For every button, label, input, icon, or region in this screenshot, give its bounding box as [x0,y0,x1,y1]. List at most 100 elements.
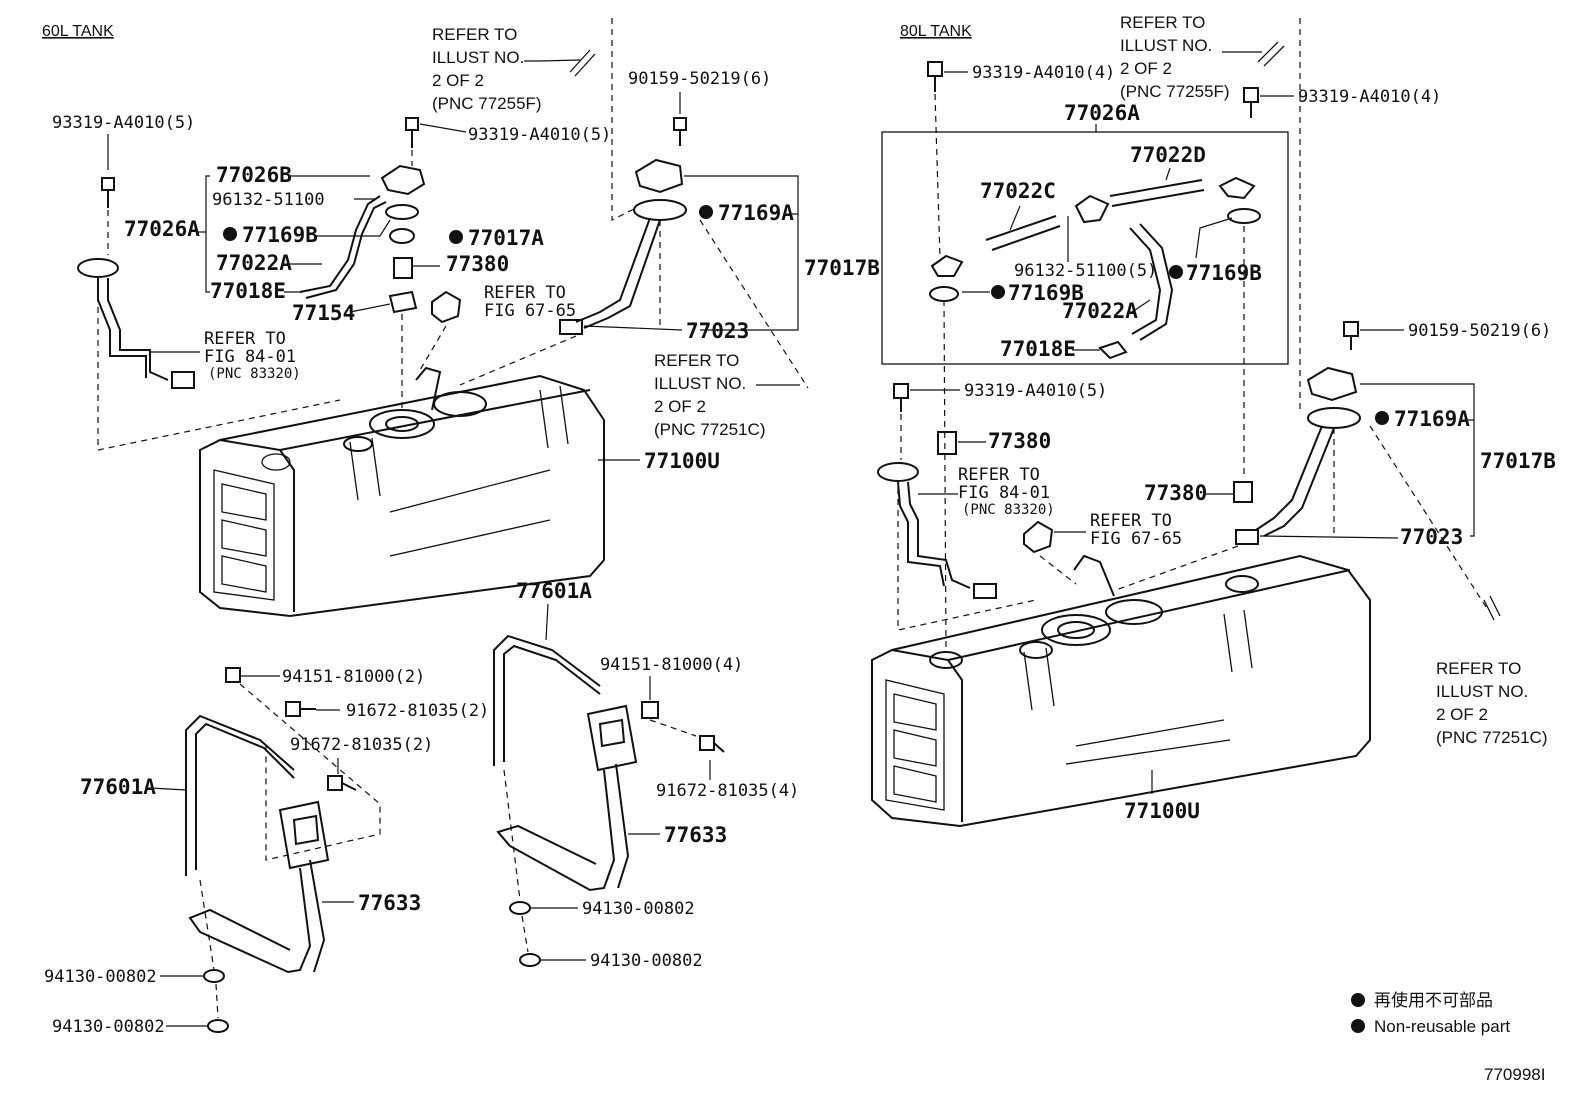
svg-text:(PNC 77251C): (PNC 77251C) [1436,728,1548,747]
bolt-icon [699,735,725,753]
hose-kit-box [881,131,1289,365]
tank-strap-left-a [185,714,295,876]
label-77026a-left: 77026A [124,217,200,241]
refer-illust-top-left: REFER TO ILLUST NO. 2 OF 2 (PNC 77255F) [432,25,596,113]
svg-text:ILLUST NO.: ILLUST NO. [1120,36,1212,55]
label-77017b-right: 77017B [1480,449,1556,473]
heading-60l-tank: 60L TANK [42,23,114,40]
nut-icon [509,901,531,915]
label-93319-c-right: 93319-A4010(5) [964,381,1107,401]
label-77601a-mid: 77601A [516,579,592,603]
label-77169b-left: 77169B [242,223,318,247]
label-77169a-right: 77169A [1394,407,1470,431]
fuel-pump-assembly-left [559,158,687,335]
refer-fig-6765-right: REFER TO FIG 67-65 [1090,511,1182,549]
label-77380-left: 77380 [446,252,509,276]
svg-text:2 OF 2: 2 OF 2 [432,71,484,90]
svg-text:REFER TO: REFER TO [1436,659,1521,678]
label-77601a-left: 77601A [80,775,156,799]
refer-illust-top-right: REFER TO ILLUST NO. 2 OF 2 (PNC 77255F) [1120,13,1285,101]
refer-illust-mid-left: REFER TO ILLUST NO. 2 OF 2 (PNC 77251C) [654,351,800,439]
label-94130-a: 94130-00802 [44,967,157,987]
refer-illust-bottom-right: REFER TO ILLUST NO. 2 OF 2 (PNC 77251C) [1436,659,1548,747]
non-reusable-dot [223,227,237,241]
cap-icon [937,431,957,455]
label-77018e-right: 77018E [1000,337,1076,361]
label-77022a-left: 77022A [216,251,292,275]
bolt-icon [927,61,943,92]
bolt-icon [327,775,357,791]
phantom-line [611,18,637,221]
label-77633-left: 77633 [358,891,421,915]
label-90159-left: 90159-50219(6) [628,69,771,89]
bolt-icon [893,383,909,412]
grommet-icon [1023,520,1054,554]
non-reusable-dot [699,205,713,219]
label-77017a: 77017A [468,226,544,250]
fuel-sender-gauge-right [877,462,997,599]
svg-text:REFER TO: REFER TO [1120,13,1205,32]
svg-text:FIG 67-65: FIG 67-65 [1090,529,1182,549]
legend-japanese: 再使用不可部品 [1374,990,1493,1010]
label-77017b-left: 77017B [804,256,880,280]
nut-icon [225,667,241,683]
svg-text:FIG 67-65: FIG 67-65 [484,301,576,321]
label-77023-left: 77023 [686,319,749,343]
label-77026b: 77026B [216,163,292,187]
label-77633-mid: 77633 [664,823,727,847]
svg-text:ILLUST NO.: ILLUST NO. [432,48,524,67]
label-77018e-left: 77018E [210,279,286,303]
svg-text:(PNC 83320): (PNC 83320) [208,366,301,382]
svg-text:REFER TO: REFER TO [1090,511,1172,531]
label-96132-left: 96132-51100 [212,190,325,210]
non-reusable-dot [991,285,1005,299]
heading-80l-tank: 80L TANK [900,23,972,40]
svg-text:REFER TO: REFER TO [432,25,517,44]
label-91672-b: 91672-81035(2) [290,735,433,755]
svg-text:2 OF 2: 2 OF 2 [1120,59,1172,78]
refer-fig-8401-left: REFER TO FIG 84-01 (PNC 83320) [204,329,301,382]
label-93319-mid: 93319-A4010(5) [468,125,611,145]
label-77026a-right: 77026A [1064,101,1140,125]
svg-text:(PNC 77255F): (PNC 77255F) [432,94,542,113]
label-94130-d: 94130-00802 [590,951,703,971]
fuel-tank-60l [199,366,605,618]
svg-text:ILLUST NO.: ILLUST NO. [654,374,746,393]
label-77380-a-right: 77380 [988,429,1051,453]
non-reusable-dot [1351,1019,1365,1033]
nut-icon [203,969,225,983]
svg-text:(PNC 77255F): (PNC 77255F) [1120,82,1230,101]
label-77154: 77154 [292,301,355,325]
label-77022a-right: 77022A [1062,299,1138,323]
label-77022d: 77022D [1130,143,1206,167]
fuel-sender-gauge-left [77,258,195,389]
cap-icon [1233,481,1253,503]
label-93319-a-right: 93319-A4010(4) [972,63,1115,83]
nut-icon [641,701,659,719]
label-77023-right: 77023 [1400,525,1463,549]
svg-text:REFER TO: REFER TO [654,351,739,370]
svg-text:REFER TO: REFER TO [958,465,1040,485]
hose-assembly-left [299,164,426,314]
svg-text:2 OF 2: 2 OF 2 [1436,705,1488,724]
tank-strap-left-b [493,634,601,766]
svg-text:2 OF 2: 2 OF 2 [654,397,706,416]
fuel-pump-assembly-right [1235,366,1361,545]
label-77169b-a-right: 77169B [1186,261,1262,285]
non-reusable-dot [1375,411,1389,425]
fuel-tank-80l [871,554,1371,828]
label-77100u-left: 77100U [644,449,720,473]
label-91672-a: 91672-81035(2) [346,701,489,721]
label-91672-c: 91672-81035(4) [656,781,799,801]
label-93319-b-right: 93319-A4010(4) [1298,87,1441,107]
bolt-icon [673,117,687,146]
refer-fig-8401-right: REFER TO FIG 84-01 (PNC 83320) [958,465,1055,518]
svg-text:REFER TO: REFER TO [484,283,566,303]
bolt-icon [101,177,115,208]
nut-icon [207,1019,229,1033]
svg-text:FIG 84-01: FIG 84-01 [958,483,1050,503]
label-77380-b-right: 77380 [1144,481,1207,505]
non-reusable-dot [1351,993,1365,1007]
bolt-icon [1243,87,1259,118]
